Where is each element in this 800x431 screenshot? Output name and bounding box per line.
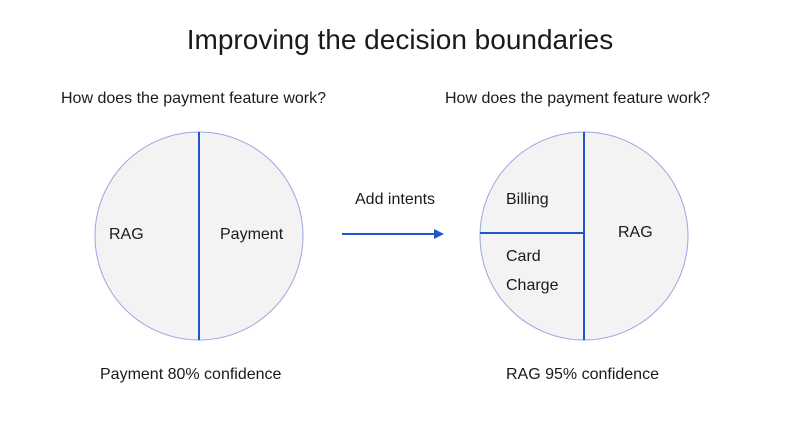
right-region-billing: Billing <box>506 191 549 208</box>
left-region-rag: RAG <box>109 226 144 243</box>
left-region-payment: Payment <box>220 226 284 243</box>
arrow-label: Add intents <box>355 191 436 208</box>
right-caption: RAG 95% confidence <box>506 366 659 383</box>
right-region-card: Card <box>506 248 541 265</box>
right-region-charge: Charge <box>506 277 559 294</box>
right-question: How does the payment feature work? <box>445 90 711 107</box>
page-title: Improving the decision boundaries <box>186 24 614 55</box>
arrow-head-icon <box>434 229 444 239</box>
right-region-rag: RAG <box>618 224 653 241</box>
left-question: How does the payment feature work? <box>61 90 327 107</box>
left-caption: Payment 80% confidence <box>100 366 282 383</box>
